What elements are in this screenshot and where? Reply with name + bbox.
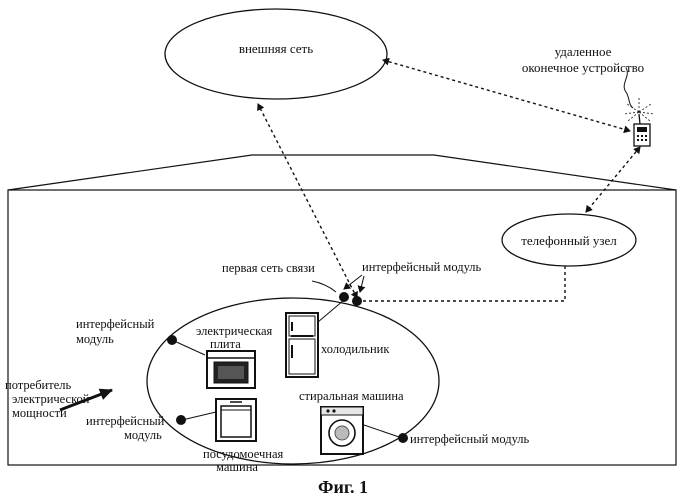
interface-module-left-label-line1: интерфейсный — [76, 317, 155, 331]
fridge-connector — [318, 300, 344, 322]
dishwasher-connector — [182, 412, 216, 420]
interface-module-lower-left-label-line1: интерфейсный — [86, 414, 165, 428]
electric-stove-icon — [207, 351, 255, 388]
figure-caption: Фиг. 1 — [318, 477, 368, 497]
interface-module-left-label-line2: модуль — [76, 332, 114, 346]
consumer-label-line2: электрической — [12, 392, 90, 406]
interface-module-node — [339, 292, 349, 302]
remote-terminal-phone-icon — [624, 98, 654, 146]
iface-top-arrow-right — [360, 276, 364, 292]
electric-stove-label-line2: плита — [210, 337, 241, 351]
interface-module-node — [398, 433, 408, 443]
first-network-pointer — [312, 281, 336, 292]
interface-module-right-label: интерфейсный модуль — [410, 432, 530, 446]
refrigerator-icon — [286, 313, 318, 377]
interface-module-node — [167, 335, 177, 345]
remote-terminal-label-line1: удаленное — [555, 44, 612, 59]
interface-module-node — [352, 296, 362, 306]
washing-machine-icon — [321, 407, 363, 454]
dishwasher-icon — [216, 399, 256, 441]
iface-top-arrow-left — [344, 275, 362, 289]
refrigerator-label: холодильник — [321, 342, 390, 356]
telephone-node-label: телефонный узел — [521, 233, 617, 248]
consumer-label-line3: мощности — [12, 406, 67, 420]
interface-module-top-label: интерфейсный модуль — [362, 260, 482, 274]
consumer-label-line1: потребитель — [5, 378, 71, 392]
external-network-label: внешняя сеть — [239, 41, 313, 56]
washer-connector — [364, 425, 402, 438]
washing-machine-label: стиральная машина — [299, 389, 404, 403]
interface-module-lower-left-label-line2: модуль — [124, 428, 162, 442]
remote-terminal-label-line2: оконечное устройство — [522, 60, 644, 75]
link-terminal-phonenode — [586, 147, 640, 212]
interface-module-node — [176, 415, 186, 425]
electric-stove-label-line1: электрическая — [196, 324, 273, 338]
stove-connector — [172, 340, 205, 355]
first-network-label: первая сеть связи — [222, 261, 315, 275]
dishwasher-label-line2: машина — [216, 460, 258, 474]
house-roof — [8, 155, 676, 190]
dishwasher-label-line1: посудомоечная — [203, 447, 284, 461]
